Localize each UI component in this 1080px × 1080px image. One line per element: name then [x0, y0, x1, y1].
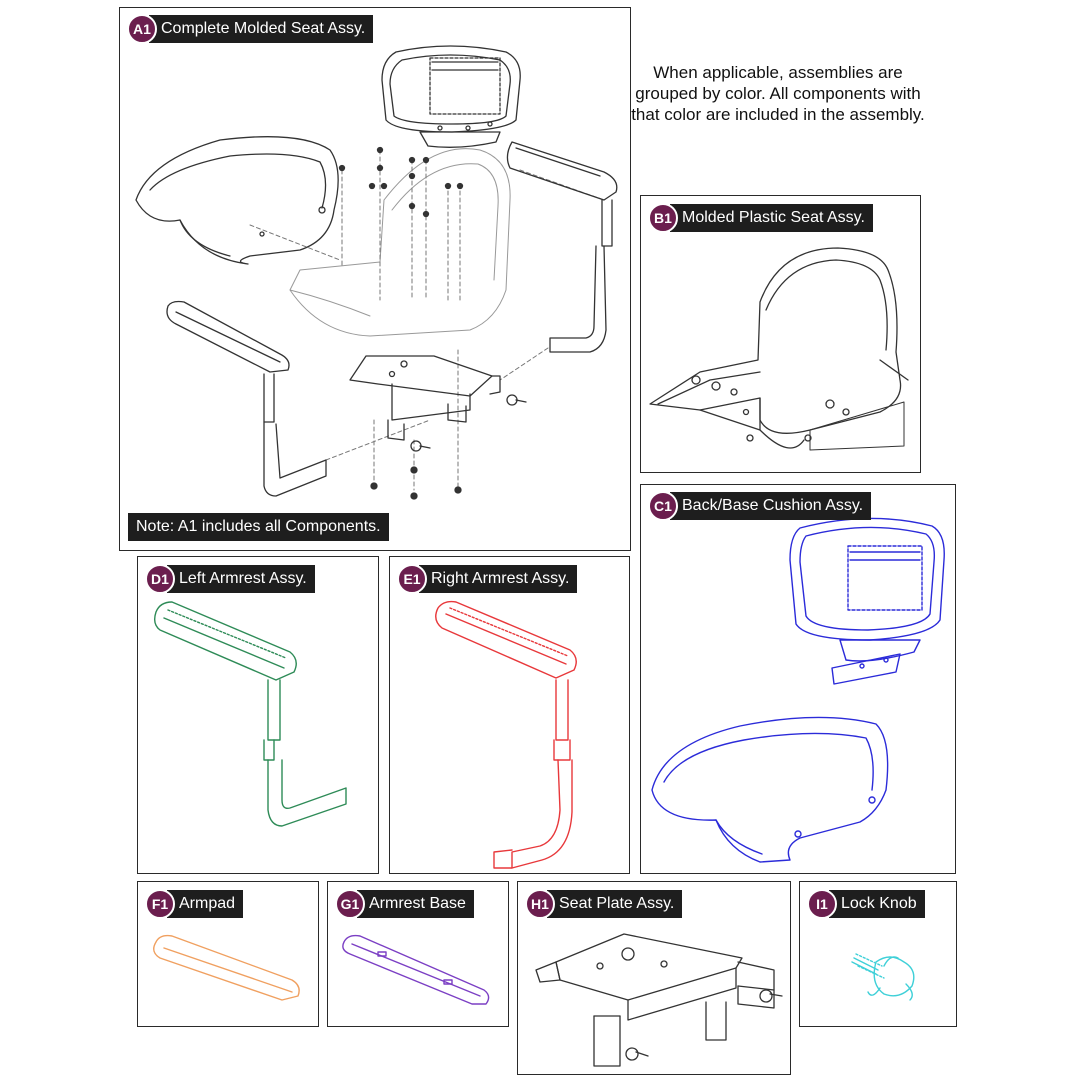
h1-seat-plate	[535, 933, 783, 1067]
b1-plastic-seat	[649, 247, 909, 451]
label-f1: F1 Armpad	[145, 889, 244, 919]
c1-cushions	[651, 517, 945, 863]
g1-armrest-base	[342, 934, 490, 1005]
a1-back-cushion	[381, 45, 521, 148]
a1-plastic-shell	[289, 148, 511, 337]
a1-right-armrest	[506, 141, 618, 353]
f1-armpad	[153, 934, 300, 1001]
badge-g1: G1	[335, 889, 365, 919]
title-f1: Armpad	[167, 890, 244, 918]
a1-bolts	[338, 146, 464, 500]
title-e1: Right Armrest Assy.	[419, 565, 578, 593]
title-i1: Lock Knob	[829, 890, 925, 918]
title-b1: Molded Plastic Seat Assy.	[670, 204, 873, 232]
badge-h1: H1	[525, 889, 555, 919]
badge-a1: A1	[127, 14, 157, 44]
title-h1: Seat Plate Assy.	[547, 890, 683, 918]
label-e1: E1 Right Armrest Assy.	[397, 564, 578, 594]
a1-explode-lines	[249, 149, 605, 491]
badge-c1: C1	[648, 491, 678, 521]
i1-lock-knob	[851, 953, 915, 1001]
label-h1: H1 Seat Plate Assy.	[525, 889, 683, 919]
panel-d1-left-armrest	[137, 556, 379, 874]
label-a1: A1 Complete Molded Seat Assy.	[127, 14, 374, 44]
badge-d1: D1	[145, 564, 175, 594]
a1-exploded-assembly	[135, 45, 618, 500]
a1-left-armrest	[166, 300, 327, 497]
e1-right-armrest	[435, 600, 577, 869]
title-c1: Back/Base Cushion Assy.	[670, 492, 872, 520]
label-g1: G1 Armrest Base	[335, 889, 474, 919]
a1-components-note: Note: A1 includes all Components.	[128, 513, 389, 541]
panel-a1-complete-seat	[119, 7, 631, 551]
label-c1: C1 Back/Base Cushion Assy.	[648, 491, 872, 521]
badge-e1: E1	[397, 564, 427, 594]
a1-seat-plate	[349, 355, 527, 452]
title-g1: Armrest Base	[357, 890, 474, 918]
badge-f1: F1	[145, 889, 175, 919]
label-d1: D1 Left Armrest Assy.	[145, 564, 315, 594]
label-i1: I1 Lock Knob	[807, 889, 925, 919]
panel-c1-cushion	[640, 484, 956, 874]
a1-seat-cushion	[135, 136, 339, 265]
panel-e1-right-armrest	[389, 556, 630, 874]
d1-left-armrest	[153, 601, 347, 827]
panel-b1-plastic-seat	[640, 195, 921, 473]
badge-b1: B1	[648, 203, 678, 233]
title-d1: Left Armrest Assy.	[167, 565, 315, 593]
badge-i1: I1	[807, 889, 837, 919]
label-b1: B1 Molded Plastic Seat Assy.	[648, 203, 873, 233]
title-a1: Complete Molded Seat Assy.	[149, 15, 374, 43]
color-grouping-info: When applicable, assemblies are grouped …	[631, 63, 925, 124]
